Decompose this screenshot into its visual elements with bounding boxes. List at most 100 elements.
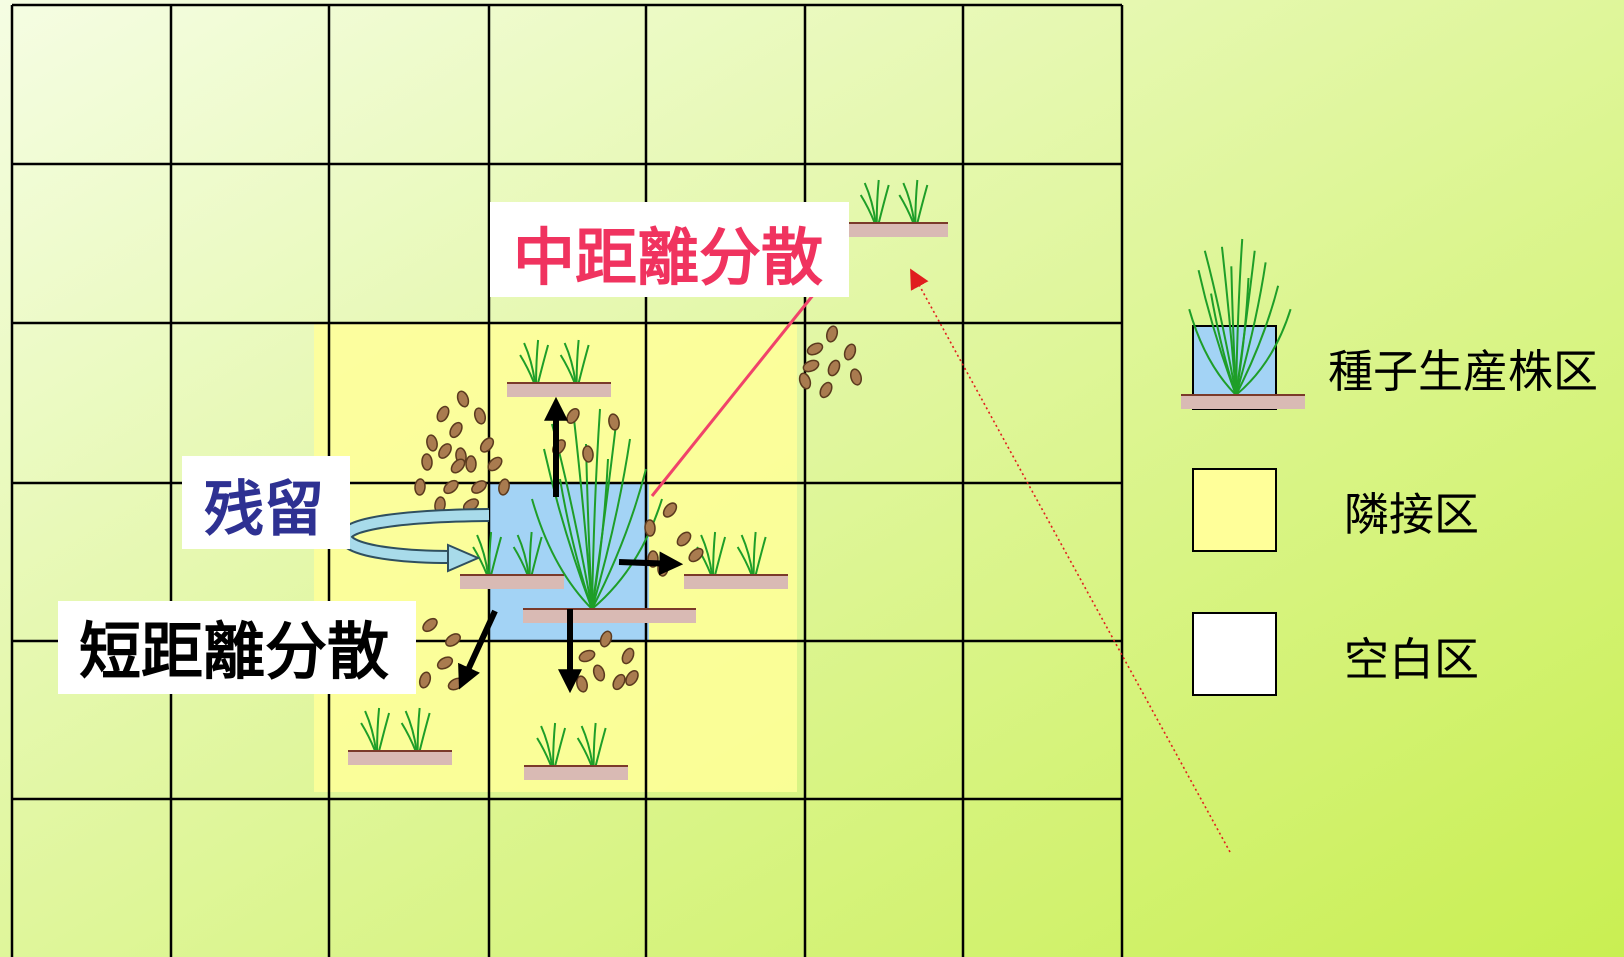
grass-blade (559, 478, 593, 610)
residual-label-box (182, 456, 350, 549)
seed (421, 453, 433, 471)
legend-item-seed-plot: 種子生産株区 (1181, 238, 1598, 410)
soil-bar (460, 575, 564, 589)
seedlings-layer (348, 179, 948, 780)
seed (806, 342, 824, 356)
short-dispersal-label: 短距離分散 (58, 601, 416, 694)
seed (798, 372, 812, 390)
grass-blade (594, 727, 607, 767)
seedling (684, 531, 788, 589)
medium-dispersal-label-box (490, 202, 849, 297)
grass-blade (378, 712, 391, 752)
seed (422, 617, 438, 633)
seed (450, 458, 466, 474)
grass-blade (376, 707, 381, 752)
grass-blade (523, 342, 537, 384)
seed (644, 519, 656, 537)
grass-blade (591, 468, 647, 610)
grass-blade (592, 722, 597, 767)
seed (621, 647, 635, 665)
grass-blade (1235, 277, 1250, 396)
seed (426, 434, 438, 452)
grass-tuft-icon (859, 179, 890, 224)
grass-blade (580, 725, 594, 767)
grass-blade (575, 339, 580, 384)
seed (825, 325, 839, 343)
seed (443, 479, 459, 495)
grass-blade (1230, 266, 1237, 396)
seed (827, 359, 841, 377)
grass-blade (914, 179, 919, 224)
plot-grid (10, 3, 1124, 957)
grass-blade (740, 534, 754, 576)
dispersal-arrows (458, 259, 1231, 853)
grass-blade (360, 722, 377, 752)
grass-blade (714, 536, 727, 576)
grass-blade (700, 534, 714, 576)
short-dispersal-label-box (58, 601, 416, 694)
legend-item-empty-zone: 空白区 (1192, 612, 1479, 696)
grass-blade (404, 710, 418, 752)
seed (418, 671, 432, 689)
grass-blade (552, 722, 557, 767)
grass-blade (536, 737, 553, 767)
seed (688, 547, 704, 563)
mother-plant (523, 408, 696, 623)
seed (676, 531, 692, 547)
medium-dispersal-label: 中距離分散 (490, 202, 849, 297)
seed (436, 656, 454, 670)
grass-blade (576, 737, 593, 767)
grass-blade (1235, 238, 1244, 396)
seed (456, 390, 470, 408)
soil-bar (524, 766, 628, 780)
grass-tuft-icon (736, 531, 767, 576)
residual-label-text: 残留 (204, 475, 324, 545)
yellow-square-icon (1192, 468, 1277, 552)
grass-tuft-icon (559, 339, 590, 384)
soil-bar (684, 575, 788, 589)
short-dispersal-arrow-down-left (458, 609, 498, 690)
grass-blade (898, 194, 915, 224)
grass-tuft-icon (400, 707, 431, 752)
grass-blade (537, 344, 550, 384)
grass-blade (554, 727, 567, 767)
seedling (524, 722, 628, 780)
seed (479, 437, 495, 453)
grass-blade (736, 546, 753, 576)
residual-label: 残留 (182, 456, 350, 549)
grass-blade (591, 438, 631, 610)
short-dispersal-arrow-right (618, 551, 684, 576)
grass-blade (519, 354, 536, 384)
soil-bar (1181, 395, 1305, 409)
grass-blade (1188, 308, 1237, 396)
grass-blade (1235, 262, 1267, 396)
grass-blade (591, 408, 601, 610)
grass-blade (577, 344, 590, 384)
grass-blade (528, 531, 533, 576)
legend-label-adjacent-zone: 隣接区 (1344, 488, 1479, 541)
grass-blade (1235, 285, 1280, 396)
grass-tuft-icon (360, 707, 391, 752)
grass-blade (863, 182, 877, 224)
grass-blade (364, 710, 378, 752)
seed (592, 664, 606, 682)
legend-label-seed-plot: 種子生産株区 (1328, 345, 1598, 398)
seed (471, 480, 487, 494)
white-square-icon (1192, 612, 1277, 696)
grass-blade (563, 342, 577, 384)
grass-blade (490, 536, 503, 576)
seed (566, 407, 580, 425)
grass-tuft-icon (576, 722, 607, 767)
legend: 種子生産株区 隣接区 空白区 (1181, 238, 1598, 696)
grass-blade (531, 498, 593, 610)
grass-blade (712, 531, 717, 576)
grass-blade (535, 339, 540, 384)
grass-blade (472, 546, 489, 576)
seed (498, 478, 510, 496)
grass-blade (585, 443, 593, 610)
seed (487, 456, 503, 472)
seed (449, 421, 463, 439)
plant-icon (1181, 238, 1305, 409)
seed (819, 381, 833, 399)
grass-blade (859, 194, 876, 224)
